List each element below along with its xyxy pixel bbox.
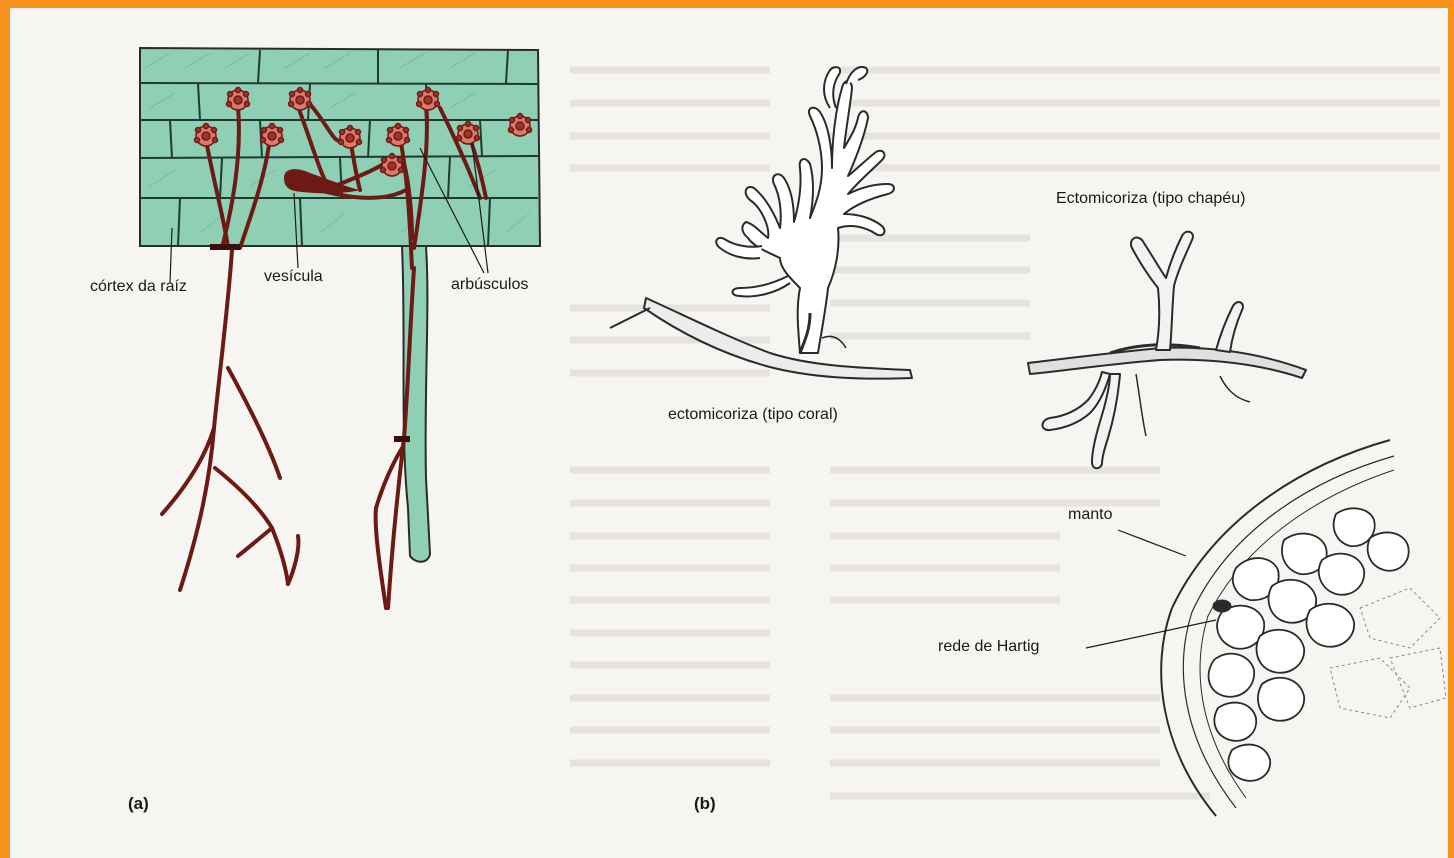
root-cortex-block	[140, 48, 540, 246]
leader-lines-b	[1086, 530, 1216, 648]
coral-ectomycorrhiza	[610, 67, 912, 379]
figure-frame: córtex da raíz vesícula arbúsculos (a) e…	[10, 8, 1448, 858]
label-coral-ectomycorrhiza: ectomicoriza (tipo coral)	[668, 406, 838, 424]
hat-ectomycorrhiza	[1028, 232, 1306, 469]
panel-b-letter: (b)	[694, 794, 716, 814]
label-vesicle: vesícula	[264, 268, 323, 286]
panel-a-letter: (a)	[128, 794, 149, 814]
label-root-cortex: córtex da raíz	[90, 278, 187, 296]
figure-canvas	[10, 8, 1448, 858]
hyphal-entry-left	[210, 244, 240, 250]
label-hat-ectomycorrhiza: Ectomicoriza (tipo chapéu)	[1056, 190, 1245, 208]
background-text-texture	[570, 70, 1440, 796]
hyphal-entry-right	[394, 436, 410, 442]
label-hartig-net: rede de Hartig	[938, 638, 1039, 656]
label-mantle: manto	[1068, 506, 1112, 524]
mantle-hartig-cross-section	[1161, 440, 1446, 816]
label-arbuscules: arbúsculos	[451, 276, 528, 294]
